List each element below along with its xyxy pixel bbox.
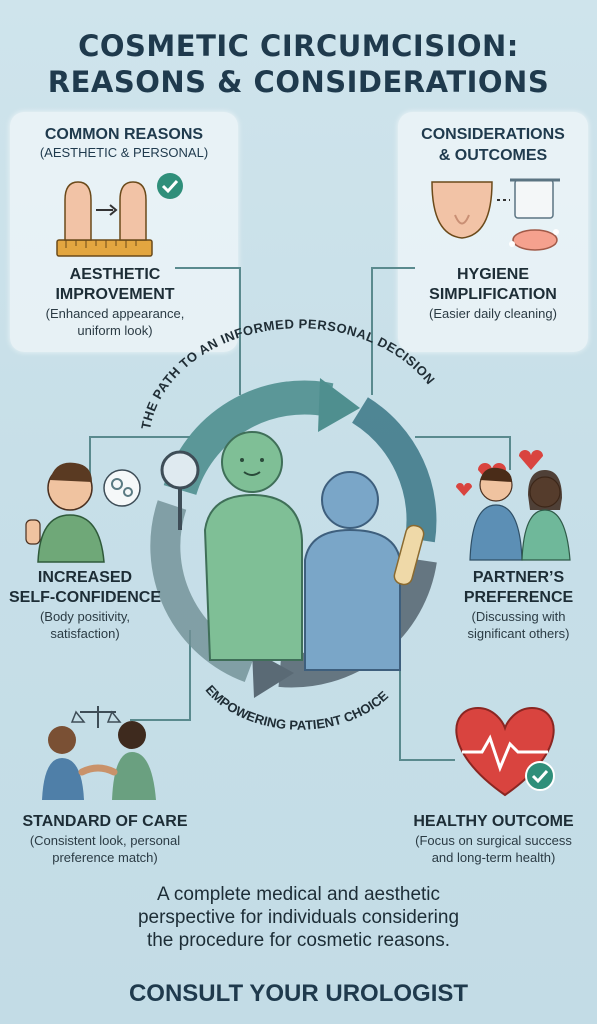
cycle-arrow-right (351, 397, 437, 543)
hygiene-desc: (Easier daily cleaning) (429, 306, 557, 321)
confidence-desc-2: satisfaction) (50, 626, 120, 641)
partner-desc-1: (Discussing with (471, 609, 566, 624)
self-confidence-person-icon (25, 462, 141, 563)
common-reasons-title: COMMON REASONS (44, 126, 204, 143)
considerations-header: CONSIDERATIONS & OUTCOMES (398, 124, 588, 166)
aesthetic-desc-2: uniform look) (77, 323, 153, 338)
healthy-desc-2: and long-term health) (431, 850, 556, 865)
healthy-label: HEALTHY OUTCOME (Focus on surgical succe… (390, 812, 597, 866)
footer-description: A complete medical and aesthetic perspec… (0, 883, 597, 952)
footer-line-3: the procedure for cosmetic reasons. (146, 930, 451, 951)
standard-care-handshake-icon (42, 706, 156, 800)
partner-title-1: PARTNER’S (472, 569, 565, 586)
healthy-title: HEALTHY OUTCOME (413, 813, 574, 830)
aesthetic-label: AESTHETIC IMPROVEMENT (Enhanced appearan… (10, 265, 220, 339)
standard-title: STANDARD OF CARE (22, 813, 188, 830)
hygiene-towel-soap-icon (431, 178, 560, 251)
partner-desc-2: significant others) (467, 626, 570, 641)
common-reasons-header: COMMON REASONS (AESTHETIC & PERSONAL) (10, 124, 238, 160)
healthy-desc-1: (Focus on surgical success (415, 833, 572, 848)
title-line-1: COSMETIC CIRCUMCISION: (78, 29, 519, 63)
partner-label: PARTNER’S PREFERENCE (Discussing with si… (440, 568, 597, 642)
confidence-title-2: SELF-CONFIDENCE (9, 589, 161, 606)
hygiene-title-1: HYGIENE (456, 266, 529, 283)
aesthetic-comparison-icon (56, 173, 183, 257)
footer-line-2: perspective for individuals considering (137, 907, 460, 928)
aesthetic-title-2: IMPROVEMENT (55, 286, 175, 303)
confidence-title-1: INCREASED (37, 569, 133, 586)
connector-healthy (399, 640, 455, 761)
standard-label: STANDARD OF CARE (Consistent look, perso… (0, 812, 210, 866)
arc-bottom-text: EMPOWERING PATIENT CHOICE (203, 682, 392, 733)
connector-hygiene (371, 267, 415, 395)
standard-desc-1: (Consistent look, personal (29, 833, 181, 848)
connector-lines (89, 267, 511, 761)
footer-line-1: A complete medical and aesthetic (156, 884, 441, 905)
title-line-2: REASONS & CONSIDERATIONS (47, 65, 550, 99)
confidence-desc-1: (Body positivity, (39, 609, 131, 624)
hygiene-label: HYGIENE SIMPLIFICATION (Easier daily cle… (398, 265, 588, 322)
partner-couple-icon (456, 450, 571, 561)
considerations-title-1: CONSIDERATIONS (421, 126, 565, 143)
connector-confidence (89, 436, 190, 480)
hygiene-title-2: SIMPLIFICATION (429, 286, 557, 303)
considerations-title-2: & OUTCOMES (438, 147, 548, 164)
healthy-heart-icon (455, 706, 555, 797)
partner-title-2: PREFERENCE (463, 589, 574, 606)
common-reasons-subtitle: (AESTHETIC & PERSONAL) (39, 145, 209, 160)
connector-standard (130, 630, 191, 721)
connector-aesthetic (175, 267, 241, 395)
standard-desc-2: preference match) (52, 850, 158, 865)
page-title: COSMETIC CIRCUMCISION: REASONS & CONSIDE… (0, 28, 597, 100)
doctor-figure (304, 471, 425, 671)
aesthetic-title-1: AESTHETIC (69, 266, 161, 283)
patient-figure (160, 431, 303, 661)
aesthetic-desc-1: (Enhanced appearance, (45, 306, 185, 321)
consult-urologist-cta: CONSULT YOUR UROLOGIST (128, 980, 469, 1007)
confidence-label: INCREASED SELF-CONFIDENCE (Body positivi… (0, 568, 170, 642)
connector-partner (415, 436, 511, 470)
